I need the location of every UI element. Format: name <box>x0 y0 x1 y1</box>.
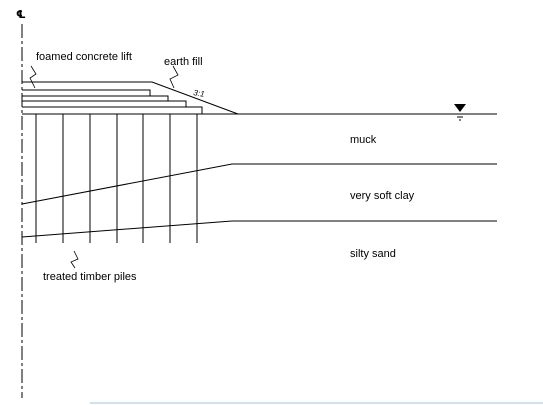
clay-sand-boundary <box>21 220 497 238</box>
slope-label: 3:1 <box>193 88 206 99</box>
foamed-concrete-lift-4 <box>22 89 151 96</box>
earth-fill-outline <box>22 81 239 115</box>
foamed-concrete-lift-3 <box>22 95 169 101</box>
water-table-triangle-icon <box>454 104 466 121</box>
foamed-concrete-leader <box>29 65 37 89</box>
very-soft-clay-label: very soft clay <box>350 190 415 202</box>
foamed-concrete-lifts <box>22 89 203 114</box>
foamed-concrete-lift-2 <box>22 100 187 107</box>
timber-piles <box>35 114 198 243</box>
centerline-label: ℄ <box>16 9 26 21</box>
muck-clay-boundary <box>21 163 497 205</box>
muck-label: muck <box>350 134 377 146</box>
timber-piles-label: treated timber piles <box>43 271 137 283</box>
foamed-concrete-lift-1 <box>22 106 203 114</box>
timber-piles-leader <box>70 250 79 269</box>
earth-fill-label: earth fill <box>164 56 203 68</box>
silty-sand-label: silty sand <box>350 248 396 260</box>
foamed-concrete-label: foamed concrete lift <box>36 51 132 63</box>
earth-fill-leader <box>169 65 179 89</box>
